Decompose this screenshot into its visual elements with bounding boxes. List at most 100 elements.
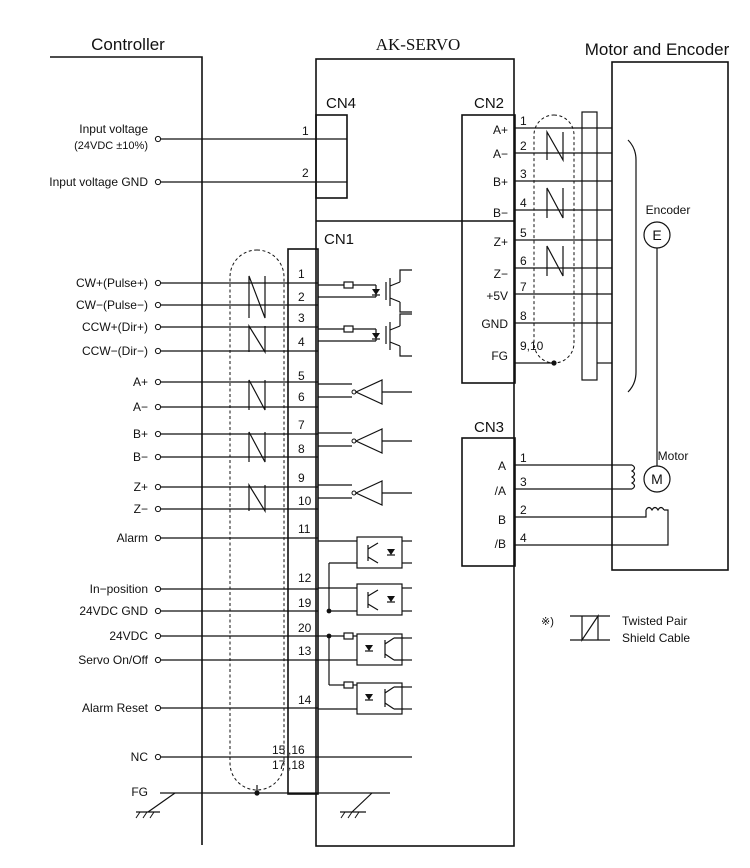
cn2-pin-0: 1 — [520, 114, 527, 128]
cn1-label-7: B− — [133, 450, 148, 464]
motor-symbol — [643, 465, 671, 493]
cn2-twist-1 — [546, 129, 564, 163]
cn1-pin-18: ,18 — [288, 758, 305, 772]
cn1-twist-5 — [248, 482, 266, 514]
controller-ground-symbol — [135, 792, 176, 819]
cn1-twist-2 — [248, 323, 266, 355]
cn1-pin-10: 10 — [298, 494, 312, 508]
cn1-pin-9: 9 — [298, 471, 305, 485]
cable-connector — [581, 111, 598, 381]
cn2-label-7: GND — [481, 317, 508, 331]
cn2-pin-6: 7 — [520, 280, 527, 294]
cn3-pin-0: 1 — [520, 451, 527, 465]
cn1-pin-1: 1 — [298, 267, 305, 281]
input-voltage-range-label: (24VDC ±10%) — [74, 140, 148, 152]
motor-symbol-label: M — [651, 471, 663, 487]
encoder-label: Encoder — [646, 203, 691, 217]
servo-title: AK-SERVO — [376, 35, 461, 54]
cn1-shield-outline — [229, 249, 285, 791]
cn1-pin-5: 5 — [298, 369, 305, 383]
cn1-label-12: 24VDC GND — [79, 604, 148, 618]
cn1-pin-17: 17 — [272, 758, 286, 772]
servo-box — [315, 58, 515, 847]
cn2-pin-5: 6 — [520, 254, 527, 268]
motor-coils — [612, 464, 669, 546]
cn2-label-1: A− — [493, 147, 508, 161]
cn1-label-6: B+ — [133, 427, 148, 441]
cn2-box — [461, 114, 516, 384]
cn1-twist-3 — [248, 379, 266, 411]
motor-encoder-title: Motor and Encoder — [585, 40, 730, 59]
input-gnd-label: Input voltage GND — [49, 175, 148, 189]
cn3-pin-2: 2 — [520, 503, 527, 517]
cn4-pin-2: 2 — [302, 166, 309, 180]
cn1-label-fg: FG — [131, 785, 148, 799]
cn1-internal-circuits — [318, 269, 412, 715]
cn1-label-14: Servo On/Off — [78, 653, 148, 667]
controller-box — [50, 56, 203, 845]
cn2-label-0: A+ — [493, 123, 508, 137]
cn1-pin-8: 8 — [298, 442, 305, 456]
motor-box — [611, 61, 729, 571]
cn1-label-0: CW+(Pulse+) — [76, 276, 148, 290]
cn3-label-2: B — [498, 513, 506, 527]
cn1-label-2: CCW+(Dir+) — [82, 320, 148, 334]
cn2-pin-3: 4 — [520, 196, 527, 210]
cn2-pin-2: 3 — [520, 167, 527, 181]
cn1-label-11: In−position — [90, 582, 148, 596]
cn1-pin-7: 7 — [298, 418, 305, 432]
cn1-label-9: Z− — [134, 502, 148, 516]
cn2-label-2: B+ — [493, 175, 508, 189]
cn1-pin-14: 14 — [298, 693, 312, 707]
cn2-pin-8: 9,10 — [520, 339, 544, 353]
cn1-pin-4: 4 — [298, 335, 305, 349]
cn1-label-10: Alarm — [117, 531, 148, 545]
cn4-pin-1: 1 — [302, 124, 309, 138]
legend-line-2: Shield Cable — [622, 631, 690, 645]
encoder-symbol-label: E — [652, 227, 661, 243]
cn3-pins: A1/A 3B2/B 4 — [495, 451, 612, 551]
cn3-pin-1: 3 — [520, 475, 527, 489]
cn1-pin-16: ,16 — [288, 743, 305, 757]
cn1-pin-19: 19 — [298, 596, 312, 610]
cn1-pin-20: 20 — [298, 621, 312, 635]
controller-title: Controller — [91, 35, 165, 54]
cn1-label: CN1 — [324, 231, 354, 248]
cn1-label-5: A− — [133, 400, 148, 414]
cn1-pin-3: 3 — [298, 311, 305, 325]
cn1-label-8: Z+ — [134, 480, 148, 494]
cn2-label-4: Z+ — [494, 235, 508, 249]
legend-line-1: Twisted Pair — [622, 614, 687, 628]
cn2-label-8: FG — [491, 349, 508, 363]
cn3-label-3: /B — [495, 537, 506, 551]
legend-mark: ※) — [541, 616, 554, 628]
cn2-label-5: Z− — [494, 267, 508, 281]
legend: ※) Twisted Pair Shield Cable — [541, 614, 690, 645]
cn4-label: CN4 — [326, 95, 356, 112]
cn1-twist-4 — [248, 431, 266, 463]
cn2-twisted-pairs — [546, 129, 564, 277]
motor-label: Motor — [658, 449, 689, 463]
cn2-shield-outline — [533, 114, 575, 364]
cn3-label-0: A — [498, 459, 506, 473]
cn2-pin-7: 8 — [520, 309, 527, 323]
cn3-label-1: /A — [495, 484, 506, 498]
cn1-pin-13: 13 — [298, 644, 312, 658]
cn1-twisted-pairs — [248, 275, 266, 514]
servo-ground-symbol — [340, 792, 373, 819]
cn4-box — [315, 114, 348, 199]
cn1-label-15: Alarm Reset — [82, 701, 149, 715]
cn2-pin-4: 5 — [520, 226, 527, 240]
cn2-pin-1: 2 — [520, 139, 527, 153]
cn2-label-3: B− — [493, 206, 508, 220]
cn1-twist-1 — [248, 275, 266, 319]
cn1-pin-11: 11 — [298, 522, 311, 536]
cn2-twist-2 — [546, 187, 564, 219]
cn1-pin-12: 12 — [298, 571, 312, 585]
cn3-box — [461, 437, 516, 567]
cn2-label-6: +5V — [486, 289, 508, 303]
cn3-pin-3: 4 — [520, 531, 527, 545]
cn2-label: CN2 — [474, 95, 504, 112]
